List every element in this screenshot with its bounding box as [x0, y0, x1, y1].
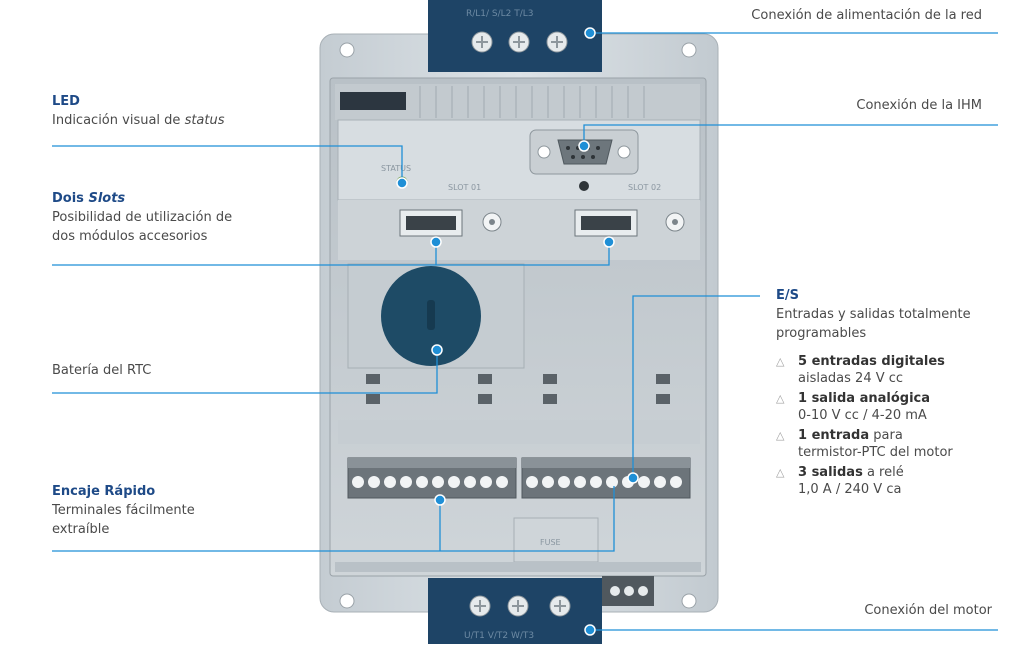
label-es-title: E/S [776, 288, 799, 303]
fuse-print: FUSE [540, 538, 561, 547]
pointer-slot1 [430, 236, 442, 248]
label-encaje-desc2: extraíble [52, 522, 110, 537]
pointer-rtc [431, 344, 443, 356]
mount-hole [681, 42, 697, 58]
label-ihm-text: Conexión de la IHM [856, 98, 982, 113]
label-red-text: Conexión de alimentación de la red [751, 8, 982, 23]
leader-ihm [583, 124, 998, 146]
label-red: Conexión de alimentación de la red [751, 6, 982, 25]
es-item: △5 entradas digitales aisladas 24 V cc [776, 354, 945, 386]
mount-hole [681, 593, 697, 609]
leader-es [632, 295, 760, 478]
pointer-es [627, 472, 639, 484]
top-terminal-print: R/L1/ S/L2 T/L3 [466, 9, 534, 19]
es-item: △1 salida analógica 0-10 V cc / 4-20 mA [776, 391, 931, 423]
label-led-desc: Indicación visual de [52, 113, 181, 128]
status-print: STATUS [381, 164, 411, 173]
pointer-ihm [578, 140, 590, 152]
label-slots-desc1: Posibilidad de utilización de [52, 210, 233, 225]
pointer-led [396, 177, 408, 189]
fuse-cover [513, 517, 599, 563]
label-encaje-desc1: Terminales fácilmente [52, 503, 195, 518]
pointer-slot2 [603, 236, 615, 248]
label-led: LED Indicación visual de status [52, 92, 225, 130]
es-list: △5 entradas digitales aisladas 24 V cc △… [776, 353, 971, 498]
pointer-encaje-left [434, 494, 446, 506]
label-encaje-title: Encaje Rápido [52, 484, 156, 499]
terminal-block-left [347, 457, 517, 499]
leader-slot2 [52, 242, 610, 266]
label-motor: Conexión del motor [864, 601, 992, 620]
label-led-desc-em: status [184, 113, 225, 128]
leader-led [52, 145, 403, 183]
bullet-icon: △ [776, 466, 785, 479]
pointer-red [584, 27, 596, 39]
bullet-icon: △ [776, 392, 785, 405]
bullet-icon: △ [776, 355, 785, 368]
label-slots-desc2: dos módulos accesorios [52, 229, 208, 244]
label-ihm: Conexión de la IHM [856, 96, 982, 115]
label-rtc: Batería del RTC [52, 361, 151, 380]
slot1-print: SLOT 01 [448, 183, 481, 192]
pointer-motor [584, 624, 596, 636]
bottom-terminal-print: U/T1 V/T2 W/T3 [464, 631, 534, 641]
label-slots-title: Dois Slots [52, 191, 126, 206]
label-slots: Dois Slots Posibilidad de utilización de… [52, 189, 232, 246]
label-plate [340, 92, 406, 110]
label-encaje: Encaje Rápido Terminales fácilmente extr… [52, 482, 195, 539]
terminal-block-right [521, 457, 691, 499]
label-es: E/S Entradas y salidas totalmente progra… [776, 286, 971, 501]
leader-encaje [52, 486, 615, 552]
leader-rtc [52, 350, 438, 394]
bullet-icon: △ [776, 429, 785, 442]
label-es-desc2: programables [776, 326, 867, 341]
mount-hole [339, 593, 355, 609]
slot2-print: SLOT 02 [628, 183, 661, 192]
mount-hole [339, 42, 355, 58]
label-led-title: LED [52, 94, 80, 109]
label-motor-text: Conexión del motor [864, 603, 992, 618]
label-rtc-text: Batería del RTC [52, 363, 152, 378]
label-es-desc1: Entradas y salidas totalmente [776, 307, 971, 322]
